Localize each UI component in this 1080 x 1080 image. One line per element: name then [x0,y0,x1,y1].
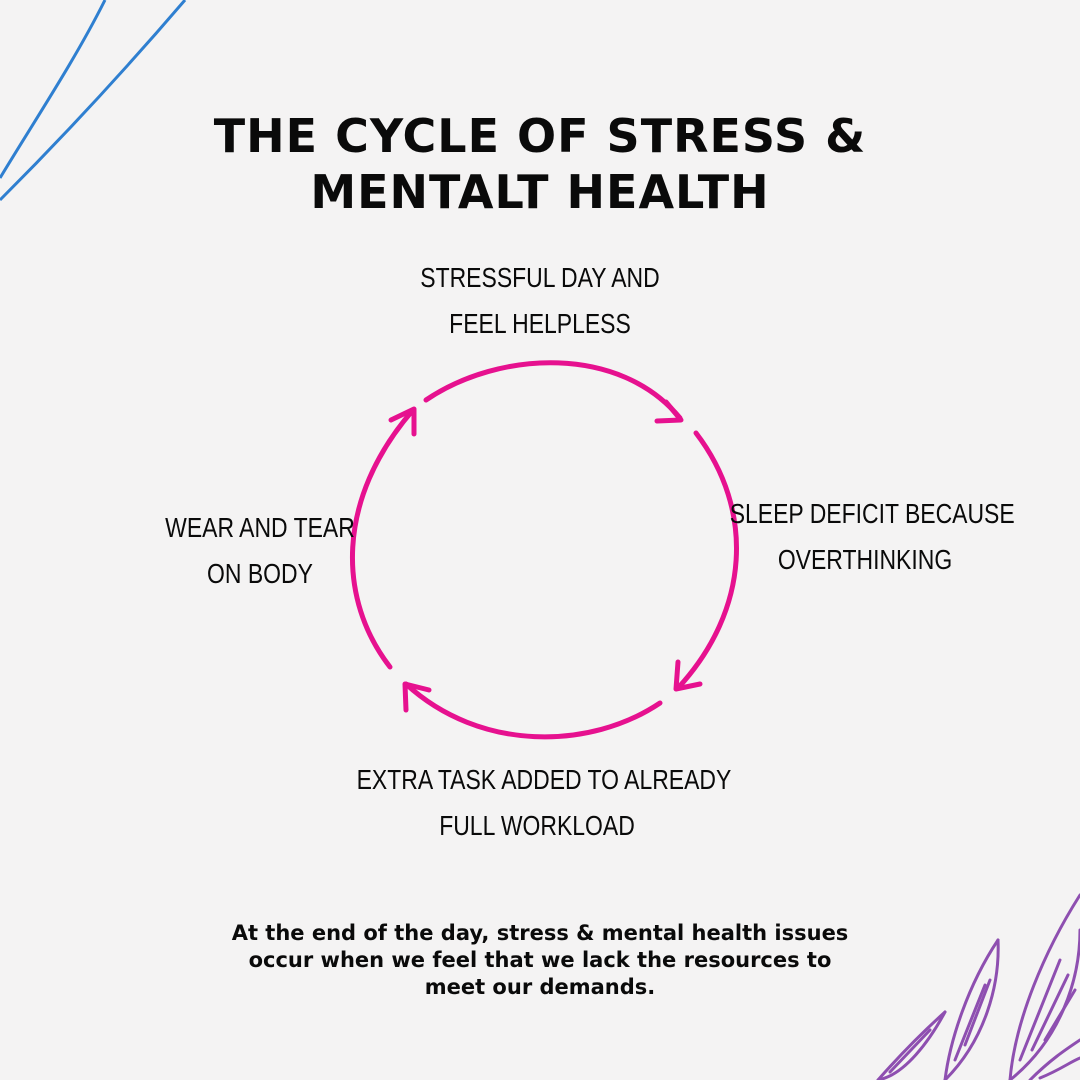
cycle-step-sleep-deficit: SLEEP DEFICIT BECAUSE OVERTHINKING [729,491,1015,583]
cycle-step-line-2: ON BODY [207,558,313,589]
cycle-step-line-2: FEEL HELPLESS [449,308,631,339]
cycle-arrowhead-top [654,399,684,424]
cycle-step-line-2: FULL WORKLOAD [439,810,635,841]
title-line-2: MENTALT HEALTH [310,165,770,219]
cycle-step-line-2: OVERTHINKING [777,544,953,575]
cycle-arrowhead-left [388,406,417,437]
cycle-step-stressful-day: STRESSFUL DAY AND FEEL HELPLESS [376,255,704,347]
cycle-arrow-top [423,360,683,421]
cycle-step-line-1: SLEEP DEFICIT BECAUSE [729,498,1015,529]
cycle-step-wear-and-tear: WEAR AND TEAR ON BODY [153,505,366,597]
page-title: THE CYCLE OF STRESS & MENTALT HEALTH [140,108,940,220]
cycle-arrowhead-bottom [402,681,432,713]
cycle-arrowhead-right [673,659,703,692]
cycle-step-line-1: EXTRA TASK ADDED TO ALREADY [356,764,732,795]
cycle-arrow-bottom [403,681,663,740]
cycle-step-extra-task: EXTRA TASK ADDED TO ALREADY FULL WORKLOA… [356,757,732,849]
footer-statement: At the end of the day, stress & mental h… [231,921,849,999]
cycle-step-line-1: WEAR AND TEAR [165,512,355,543]
cycle-step-line-1: STRESSFUL DAY AND [420,262,660,293]
title-line-1: THE CYCLE OF STRESS & [213,109,867,163]
cycle-arrow-right [675,430,739,691]
